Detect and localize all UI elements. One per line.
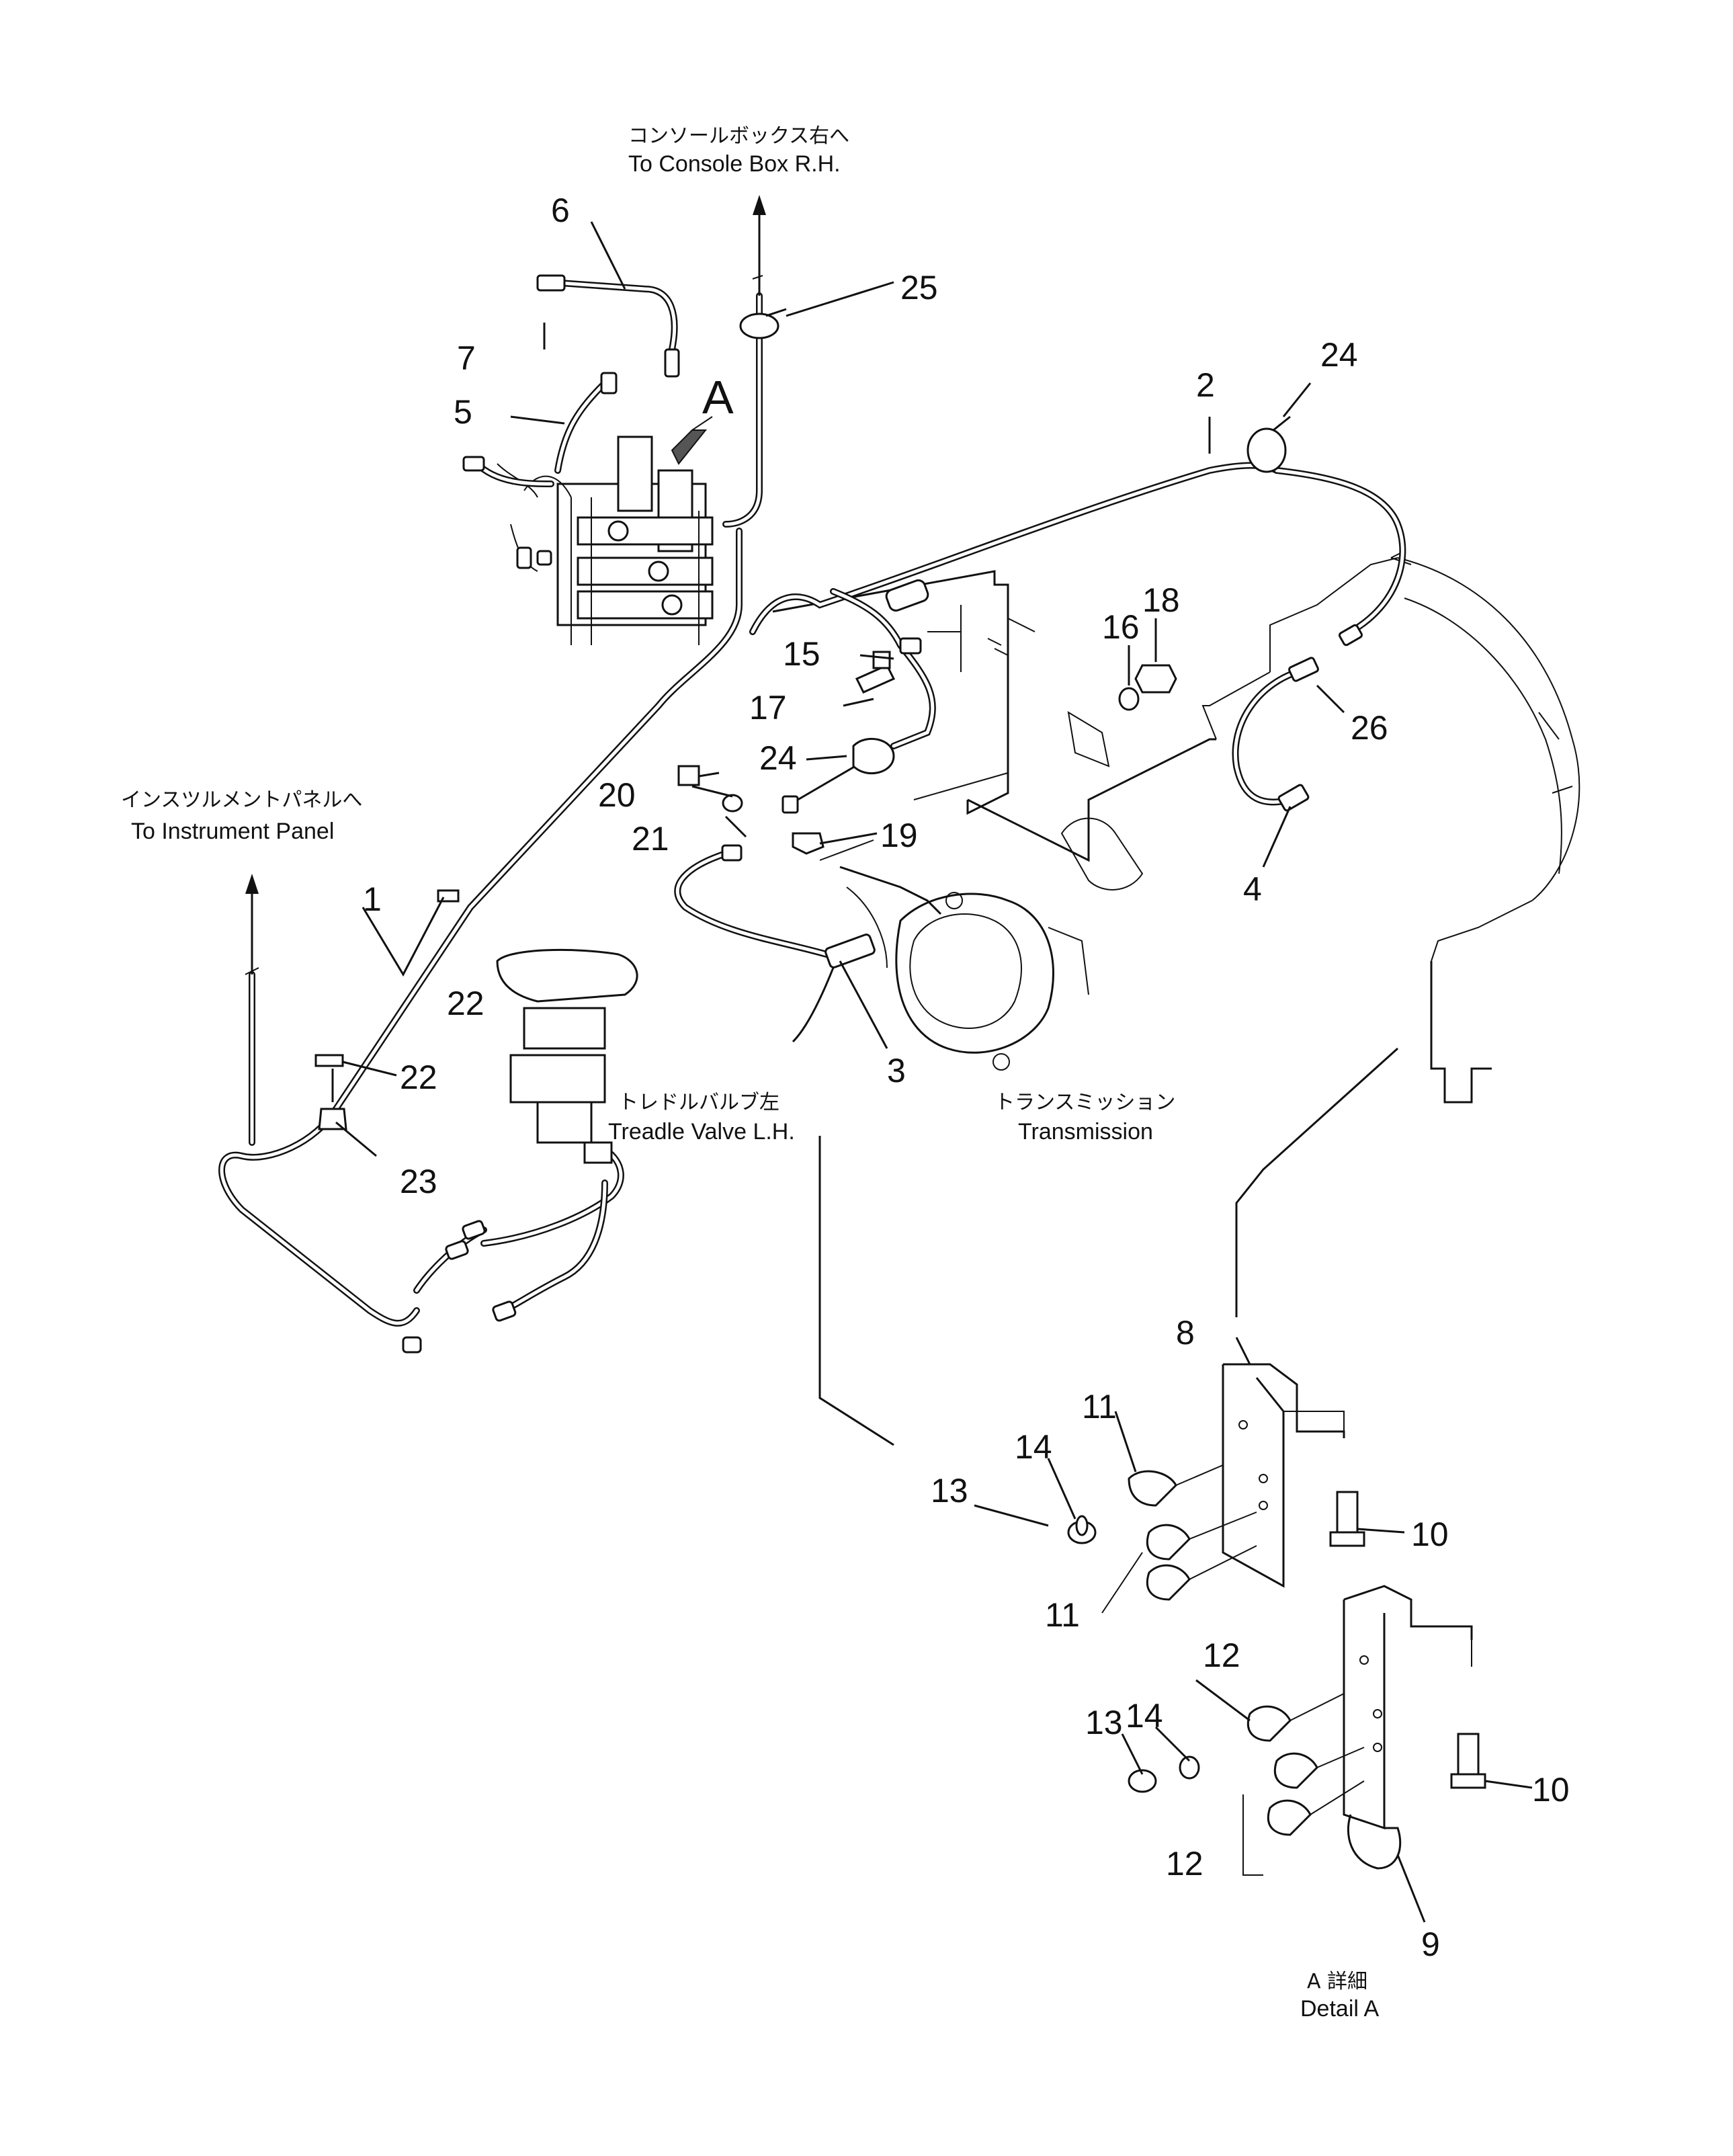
part-label-14a: 14 bbox=[1015, 1428, 1052, 1466]
detail-en-label: Detail A bbox=[1300, 1996, 1379, 2022]
instrument-en-label: To Instrument Panel bbox=[131, 819, 334, 844]
transmission-housing bbox=[772, 550, 1580, 1104]
part-label-8: 8 bbox=[1176, 1314, 1195, 1352]
part-label-2: 2 bbox=[1196, 366, 1215, 404]
fittings bbox=[245, 195, 1363, 1354]
hoses bbox=[218, 279, 1406, 1327]
part-label-26: 26 bbox=[1351, 709, 1388, 747]
part-label-9: 9 bbox=[1421, 1925, 1440, 1963]
part-label-23: 23 bbox=[400, 1163, 437, 1200]
part-label-10b: 10 bbox=[1532, 1771, 1570, 1809]
part-label-20: 20 bbox=[598, 776, 636, 814]
part-label-17: 17 bbox=[749, 689, 787, 727]
part-label-7: 7 bbox=[457, 339, 476, 377]
detail-a bbox=[1067, 1363, 1486, 1876]
part-label-13b: 13 bbox=[1085, 1704, 1123, 1741]
detail-jp-label: A 詳細 bbox=[1307, 1970, 1367, 1993]
part-label-14b: 14 bbox=[1126, 1697, 1163, 1735]
console-en-label: To Console Box R.H. bbox=[628, 151, 841, 177]
part-label-6: 6 bbox=[551, 192, 570, 229]
part-label-16: 16 bbox=[1102, 608, 1140, 646]
part-label-11b: 11 bbox=[1045, 1596, 1080, 1634]
part-label-15: 15 bbox=[783, 635, 820, 673]
part-label-24b: 24 bbox=[1320, 336, 1358, 374]
view-arrow-a bbox=[671, 416, 713, 465]
part-label-22a: 22 bbox=[447, 985, 484, 1022]
labels: コンソールボックス右へ To Console Box R.H. インスツルメント… bbox=[121, 124, 1570, 2022]
part-label-10a: 10 bbox=[1411, 1516, 1449, 1553]
valve-block bbox=[497, 436, 714, 645]
part-label-3: 3 bbox=[887, 1052, 906, 1089]
part-label-21: 21 bbox=[632, 820, 669, 858]
treadle-en-label: Treadle Valve L.H. bbox=[608, 1119, 795, 1145]
part-label-24a: 24 bbox=[759, 739, 797, 777]
part-label-25: 25 bbox=[900, 269, 938, 306]
part-label-1: 1 bbox=[363, 880, 382, 918]
part-label-4: 4 bbox=[1243, 870, 1262, 908]
leader-lines bbox=[335, 221, 1533, 1923]
view-marker-label: A bbox=[702, 371, 734, 423]
part-label-5: 5 bbox=[454, 393, 472, 431]
part-label-12a: 12 bbox=[1203, 1636, 1240, 1674]
part-label-22b: 22 bbox=[400, 1059, 437, 1096]
instrument-jp-label: インスツルメントパネルへ bbox=[121, 788, 362, 812]
transmission-en-label: Transmission bbox=[1018, 1119, 1153, 1145]
part-label-12b: 12 bbox=[1166, 1845, 1203, 1882]
part-label-11a: 11 bbox=[1082, 1388, 1117, 1425]
part-label-19: 19 bbox=[880, 817, 918, 854]
part-label-18: 18 bbox=[1142, 581, 1180, 619]
part-label-13a: 13 bbox=[931, 1472, 968, 1509]
transmission-jp-label: トランスミッション bbox=[995, 1091, 1175, 1114]
treadle-jp-label: トレドルバルブ左 bbox=[618, 1091, 779, 1114]
console-jp-label: コンソールボックス右へ bbox=[628, 124, 849, 148]
